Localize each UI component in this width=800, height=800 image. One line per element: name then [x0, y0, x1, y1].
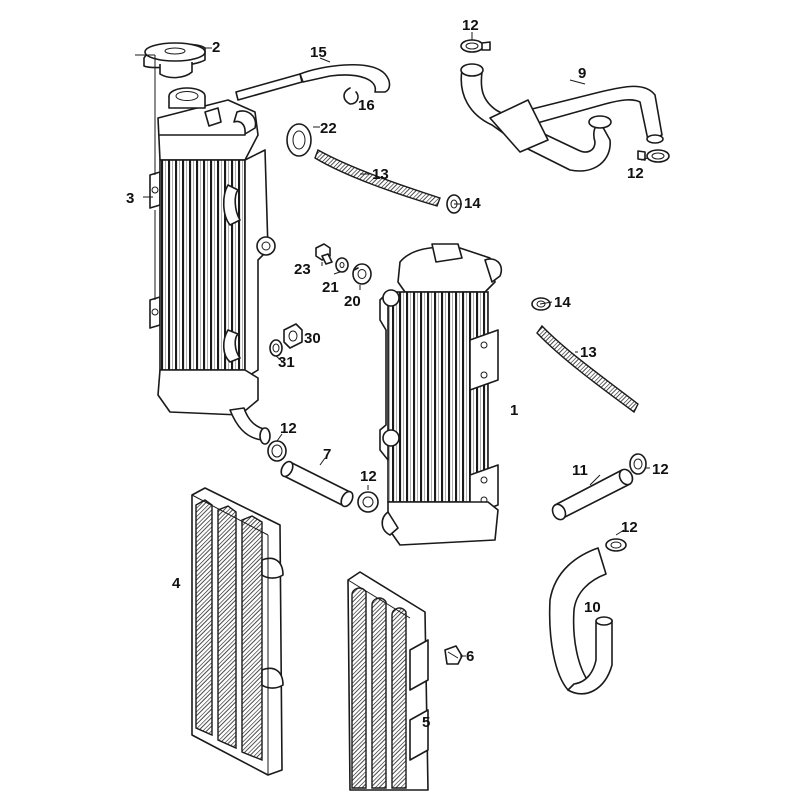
label-12d: 12	[360, 468, 377, 485]
hose-clamp-hose11	[629, 453, 647, 475]
label-14b: 14	[554, 294, 571, 311]
right-radiator	[379, 243, 503, 546]
label-13b: 13	[580, 344, 597, 361]
label-14a: 14	[464, 195, 481, 212]
radiator-shroud-left	[191, 487, 284, 776]
label-6: 6	[466, 648, 474, 665]
hose-11	[551, 468, 634, 521]
hose-15	[235, 63, 391, 101]
seal-22	[286, 123, 312, 157]
radiator-cap	[143, 42, 206, 79]
label-21: 21	[322, 279, 339, 296]
label-2: 2	[212, 39, 220, 56]
label-12a: 12	[462, 17, 479, 34]
label-12b: 12	[627, 165, 644, 182]
hose-clamp-hose7	[357, 491, 379, 513]
overflow-hose-right	[536, 324, 639, 414]
label-4: 4	[172, 575, 181, 592]
label-7: 7	[323, 446, 331, 463]
clip-16	[343, 87, 359, 105]
leader-lines	[135, 32, 650, 657]
label-12f: 12	[621, 519, 638, 536]
washer-21	[335, 257, 349, 273]
overflow-hose-upper	[314, 148, 441, 207]
callout-labels: 1 2 3 4 5 6 7 9 10 11 12 12 12 12 12 12 …	[126, 17, 669, 731]
label-11: 11	[572, 462, 588, 479]
label-13a: 13	[372, 166, 389, 183]
label-12e: 12	[652, 461, 669, 478]
label-31: 31	[278, 354, 295, 371]
hose-clamp-hose10	[605, 538, 627, 552]
bolt-23	[315, 243, 333, 265]
ring-31	[269, 339, 283, 357]
clip-6	[444, 645, 463, 665]
grommet-20	[352, 263, 372, 285]
label-30: 30	[304, 330, 321, 347]
hose-clamp-right	[637, 149, 670, 163]
hose-clamp-left-outlet	[267, 440, 287, 462]
label-10: 10	[584, 599, 601, 616]
label-20: 20	[344, 293, 361, 310]
label-9: 9	[578, 65, 586, 82]
label-22: 22	[320, 120, 337, 137]
label-5: 5	[422, 714, 430, 731]
hose-clamp-top	[460, 39, 491, 53]
radiator-shroud-right	[347, 571, 429, 791]
hose-10	[548, 547, 613, 695]
label-1: 1	[510, 402, 518, 419]
left-radiator	[149, 87, 276, 445]
label-3: 3	[126, 190, 134, 207]
label-23: 23	[294, 261, 311, 278]
label-12c: 12	[280, 420, 297, 437]
label-16: 16	[358, 97, 375, 114]
plug-30	[283, 323, 303, 349]
hose-7	[280, 460, 354, 508]
hose-9	[460, 63, 664, 172]
label-15: 15	[310, 44, 327, 61]
